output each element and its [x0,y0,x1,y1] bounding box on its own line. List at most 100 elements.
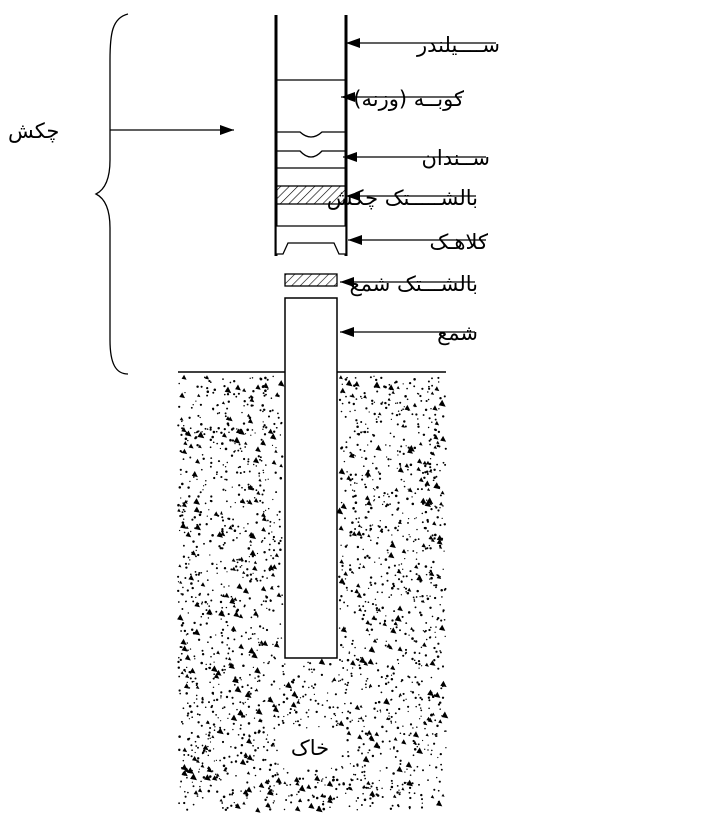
soil-speckle [441,665,445,668]
soil-speckle [426,595,428,597]
soil-speckle [357,521,360,523]
soil-speckle [361,397,363,400]
soil-speckle [402,699,405,702]
soil-speckle [205,480,207,482]
soil-speckle [221,628,225,631]
soil-speckle [208,667,210,669]
soil-speckle [365,680,368,682]
soil-speckle [349,473,353,477]
soil-speckle [253,608,256,612]
soil-speckle [261,404,265,407]
soil-speckle [258,729,261,732]
soil-speckle [200,385,203,388]
soil-speckle [345,446,348,449]
soil-speckle [209,465,212,468]
soil-speckle [195,698,198,700]
soil-speckle [434,733,437,736]
soil-speckle [409,774,412,776]
soil-speckle [188,574,195,581]
soil-speckle [192,785,195,788]
soil-speckle [271,742,275,746]
soil-speckle [204,502,207,505]
soil-speckle [412,540,415,543]
soil-speckle [289,711,292,714]
soil-speckle [415,573,418,576]
soil-speckle [349,564,352,567]
soil-speckle [427,696,431,699]
soil-speckle [180,630,182,632]
soil-speckle [255,577,258,581]
soil-speckle [405,445,407,447]
soil-speckle [273,714,276,718]
soil-speckle [212,677,215,680]
soil-speckle [224,524,226,527]
soil-speckle [411,782,414,785]
soil-speckle [242,715,246,718]
soil-speckle [367,658,374,665]
soil-speckle [274,471,277,474]
soil-speckle [260,719,263,722]
soil-speckle [335,768,338,771]
soil-speckle [189,667,196,674]
soil-speckle [248,597,251,600]
soil-speckle [353,773,355,776]
soil-speckle [370,628,374,631]
soil-speckle [399,401,402,404]
soil-speckle [192,404,194,406]
soil-speckle [311,685,313,687]
soil-speckle [288,795,290,797]
soil-speckle [321,704,324,706]
soil-speckle [399,759,402,762]
soil-speckle [193,621,196,625]
soil-speckle [230,746,232,748]
soil-speckle [265,426,268,429]
soil-speckle [206,609,212,616]
soil-speckle [303,680,306,683]
soil-speckle [250,687,253,690]
soil-speckle [437,756,439,759]
soil-speckle [184,577,187,579]
soil-speckle [180,473,182,476]
soil-speckle [234,450,236,452]
soil-speckle [269,409,272,413]
soil-speckle [395,413,399,417]
soil-speckle [356,443,359,447]
soil-speckle [341,569,343,571]
soil-speckle [383,491,386,495]
soil-speckle [398,707,401,711]
soil-speckle [184,654,191,661]
soil-speckle [435,475,438,478]
soil-speckle [275,777,282,784]
soil-speckle [356,583,361,588]
soil-speckle [236,561,239,564]
soil-speckle [233,683,236,686]
soil-speckle [181,482,184,486]
soil-speckle [226,571,228,573]
soil-speckle [177,581,180,583]
soil-speckle [186,808,189,811]
soil-speckle [386,572,389,575]
soil-speckle [375,609,378,611]
soil-speckle [230,595,233,598]
soil-speckle [366,734,369,736]
soil-speckle [384,525,388,529]
soil-speckle [186,776,188,779]
soil-speckle [344,683,347,685]
soil-speckle [267,662,269,665]
ram-weight [276,79,346,138]
soil-speckle [342,667,345,669]
soil-speckle [344,702,346,705]
soil-speckle [255,465,258,467]
soil-speckle [243,471,246,473]
soil-speckle [239,701,242,704]
soil-speckle [404,771,406,773]
soil-speckle [433,694,436,697]
soil-speckle [208,701,210,704]
soil-speckle [251,633,254,636]
soil-speckle [338,680,340,682]
soil-speckle [408,676,411,679]
soil-speckle [243,527,245,529]
soil-speckle [368,633,371,636]
soil-speckle [332,679,334,682]
pile-cushion [284,273,338,287]
